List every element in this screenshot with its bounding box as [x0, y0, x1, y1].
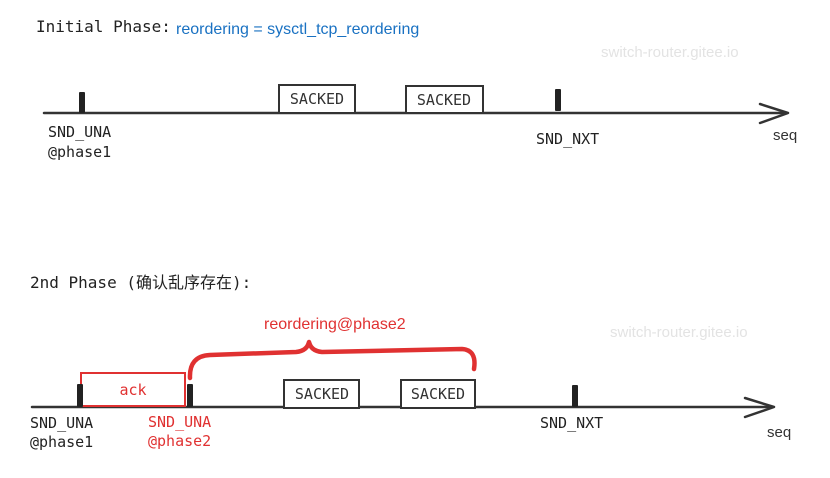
phase2-snd-una-new-sub: @phase2: [148, 432, 211, 450]
phase2-axis-label: seq: [767, 424, 791, 441]
phase2-ack-block: [80, 372, 186, 407]
phase2-snd-nxt-label: SND_NXT: [540, 414, 603, 432]
phase1-sacked-block-2: [405, 85, 484, 114]
phase2-ack-label: ack: [119, 381, 146, 399]
phase1-sacked-label-1: SACKED: [290, 90, 344, 108]
phase2-sacked-block-1: [283, 379, 360, 409]
phase2-snd-una-old-sub: @phase1: [30, 433, 93, 451]
phase2-snd-una-old-tick: [77, 384, 83, 407]
phase1-snd-una-tick: [79, 92, 85, 113]
phase1-sacked-block-1: [278, 84, 356, 114]
phase2-reordering-brace: [187, 339, 477, 381]
phase2-panel: 2nd Phase (确认乱序存在): reordering@phase2 sw…: [30, 273, 791, 451]
phase1-axis-arrowhead: [758, 102, 790, 125]
phase1-axis-label: seq: [773, 127, 797, 144]
phase2-snd-nxt-tick: [572, 385, 578, 407]
phase1-panel: Initial Phase: reordering = sysctl_tcp_r…: [36, 17, 797, 161]
phase1-formula: reordering = sysctl_tcp_reordering: [176, 21, 419, 38]
phase2-snd-una-new-label: SND_UNA: [148, 413, 211, 431]
phase2-brace-label: reordering@phase2: [264, 316, 406, 333]
phase1-sacked-label-2: SACKED: [417, 91, 471, 109]
phase2-sacked-label-2: SACKED: [411, 385, 465, 403]
phase1-snd-nxt-label: SND_NXT: [536, 130, 599, 148]
phase1-title: Initial Phase:: [36, 17, 171, 36]
phase2-snd-una-old-label: SND_UNA: [30, 414, 93, 432]
phase2-snd-una-new-tick: [187, 384, 193, 407]
phase1-watermark: switch-router.gitee.io: [601, 44, 739, 61]
phase1-snd-nxt-tick: [555, 89, 561, 111]
phase2-sacked-label-1: SACKED: [295, 385, 349, 403]
phase2-title: 2nd Phase (确认乱序存在):: [30, 273, 251, 292]
phase2-axis-arrowhead: [743, 396, 776, 419]
phase1-snd-una-sub: @phase1: [48, 143, 111, 161]
phase1-snd-una-label: SND_UNA: [48, 123, 111, 141]
phase2-watermark: switch-router.gitee.io: [610, 324, 748, 341]
phase2-sacked-block-2: [400, 379, 476, 409]
